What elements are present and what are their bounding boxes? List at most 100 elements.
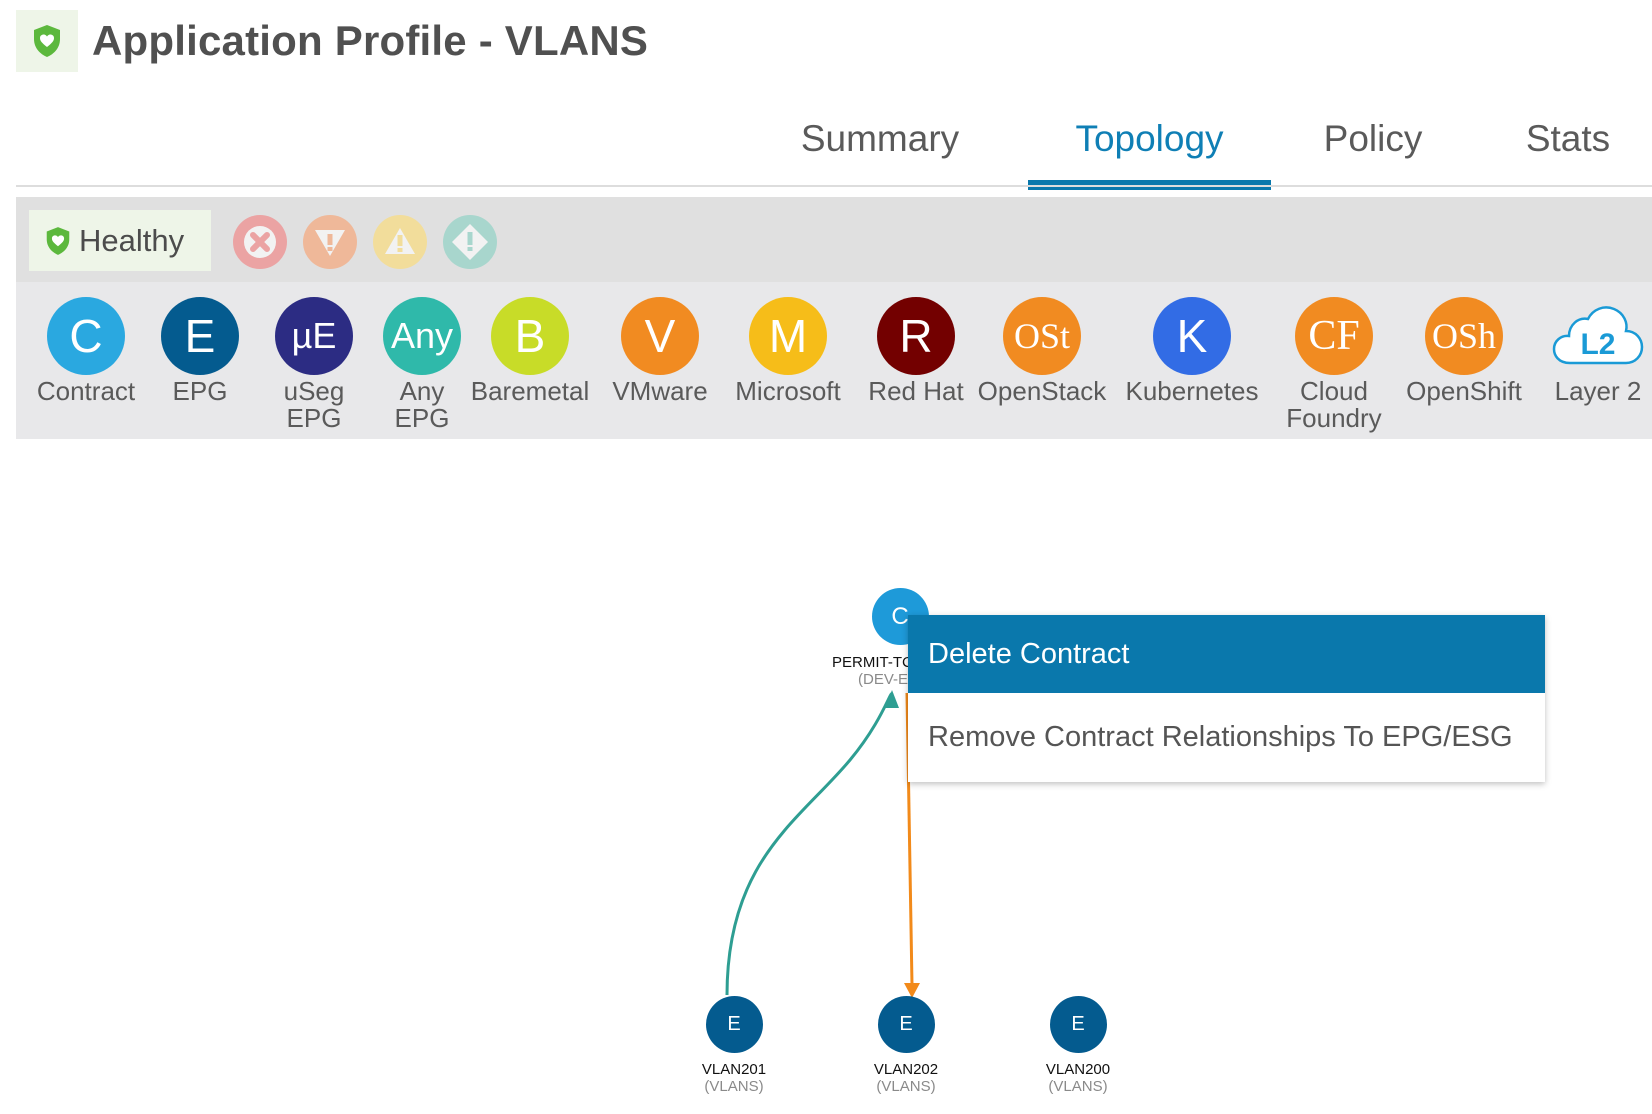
link-arrowhead-icon	[885, 690, 899, 708]
legend-glyph: L2	[1580, 328, 1615, 361]
legend-epg-icon: E	[161, 297, 239, 375]
critical-filter-button[interactable]	[233, 215, 287, 269]
contract-tenant: (DEV-E	[858, 671, 909, 688]
layer2-cloud-icon: L2	[1528, 297, 1652, 375]
legend-openshift-icon: OSh	[1425, 297, 1503, 375]
legend-glyph: OSh	[1431, 316, 1497, 356]
tab-topology[interactable]: Topology	[1028, 118, 1271, 190]
epg-app-profile: (VLANS)	[876, 1078, 936, 1095]
delete-contract-menu-item[interactable]: Delete Contract	[908, 615, 1545, 693]
legend-label: Microsoft	[735, 376, 841, 406]
legend-glyph: OSt	[1013, 316, 1071, 356]
legend-label: Kubernetes	[1125, 376, 1259, 406]
epg-name: VLAN200	[1045, 1061, 1111, 1078]
legend-label: Layer 2	[1554, 376, 1642, 406]
node-glyph: E	[1071, 1013, 1085, 1035]
legend-glyph: K	[1176, 310, 1208, 362]
contract-node-label: PERMIT-TC (DEV-E	[832, 654, 952, 688]
legend-useg-icon: µE	[275, 297, 353, 375]
title-bar: Application Profile - VLANS	[16, 10, 648, 72]
contract-context-menu: Delete Contract Remove Contract Relation…	[908, 615, 1545, 782]
tab-label: Summary	[800, 118, 960, 159]
legend-label: OpenStack	[977, 376, 1107, 406]
legend-contract-icon: C	[47, 297, 125, 375]
legend-label: Baremetal	[470, 376, 590, 406]
legend-label-line2: Foundry	[1286, 403, 1382, 433]
legend-item-kubernetes: K Kubernetes	[1122, 297, 1262, 405]
epg-node-icon: E	[1049, 996, 1107, 1053]
legend-item-microsoft: M Microsoft	[718, 297, 858, 405]
epg-name: VLAN202	[873, 1061, 939, 1078]
healthy-filter-button[interactable]: Healthy	[29, 210, 211, 271]
tab-policy[interactable]: Policy	[1320, 118, 1426, 186]
node-glyph: C	[891, 602, 909, 630]
health-filter-bar: Healthy	[16, 197, 1652, 282]
epg-node-icon: E	[705, 996, 763, 1053]
warning-diamond-icon	[452, 224, 488, 260]
epg-node[interactable]: E VLAN200 (VLANS)	[1018, 996, 1138, 1095]
epg-node[interactable]: E VLAN201 (VLANS)	[674, 996, 794, 1095]
topology-links	[725, 690, 920, 998]
link-vlan201-to-contract[interactable]	[725, 692, 894, 996]
legend-item-baremetal: B Baremetal	[460, 297, 600, 405]
node-glyph: E	[899, 1013, 913, 1035]
health-shield-icon	[46, 226, 70, 255]
epg-node-icon: E	[877, 996, 935, 1053]
major-triangle-icon	[315, 230, 345, 256]
legend-glyph: E	[184, 310, 216, 362]
tab-bar: Summary Topology Policy Stats	[0, 108, 1652, 190]
page-title: Application Profile - VLANS	[92, 17, 649, 64]
legend-label: Contract	[36, 376, 136, 406]
tab-stats[interactable]: Stats	[1522, 118, 1614, 186]
legend-label: EPG	[172, 376, 228, 406]
tab-label: Policy	[1323, 118, 1423, 159]
legend-glyph: V	[644, 310, 676, 362]
tab-label: Topology	[1075, 118, 1224, 159]
major-filter-button[interactable]	[303, 215, 357, 269]
legend-label-line2: EPG	[286, 403, 342, 433]
healthy-label: Healthy	[79, 222, 185, 258]
legend-glyph: C	[69, 310, 103, 362]
contract-name: PERMIT-TC	[832, 654, 913, 671]
legend-baremetal-icon: B	[491, 297, 569, 375]
legend-label: Any	[399, 376, 445, 406]
legend-label: Red Hat	[868, 376, 964, 406]
link-contract-to-vlan202[interactable]	[905, 692, 914, 986]
legend-cloud-icon: CF	[1295, 297, 1373, 375]
legend-glyph: B	[514, 310, 546, 362]
legend-glyph: R	[899, 310, 933, 362]
legend-item-red-hat: R Red Hat	[846, 297, 986, 405]
legend-glyph: Any	[390, 315, 454, 356]
legend-kubernetes-icon: K	[1153, 297, 1231, 375]
legend-label: OpenShift	[1406, 376, 1522, 406]
legend-label: Cloud	[1300, 376, 1368, 406]
epg-node[interactable]: E VLAN202 (VLANS)	[846, 996, 966, 1095]
critical-x-icon	[244, 226, 276, 258]
legend-red-hat-icon: R	[877, 297, 955, 375]
legend-any-icon: Any	[383, 297, 461, 375]
legend-label-line2: EPG	[394, 403, 450, 433]
legend-openstack-icon: OSt	[1003, 297, 1081, 375]
legend-glyph: M	[768, 310, 808, 362]
legend-item-contract: C Contract	[16, 297, 156, 405]
tab-summary[interactable]: Summary	[796, 118, 964, 186]
health-shield-icon	[16, 10, 78, 72]
remove-contract-relationships-menu-item[interactable]: Remove Contract Relationships To EPG/ESG	[928, 721, 1513, 753]
node-glyph: E	[727, 1013, 741, 1035]
minor-warning-icon	[385, 228, 415, 254]
legend-glyph: µE	[291, 315, 337, 356]
warning-filter-button[interactable]	[443, 215, 497, 269]
tab-label: Stats	[1525, 118, 1611, 159]
minor-filter-button[interactable]	[373, 215, 427, 269]
epg-name: VLAN201	[701, 1061, 767, 1078]
legend-item-epg: E EPG	[130, 297, 270, 405]
legend-label: uSeg	[283, 376, 345, 406]
epg-app-profile: (VLANS)	[1048, 1078, 1108, 1095]
